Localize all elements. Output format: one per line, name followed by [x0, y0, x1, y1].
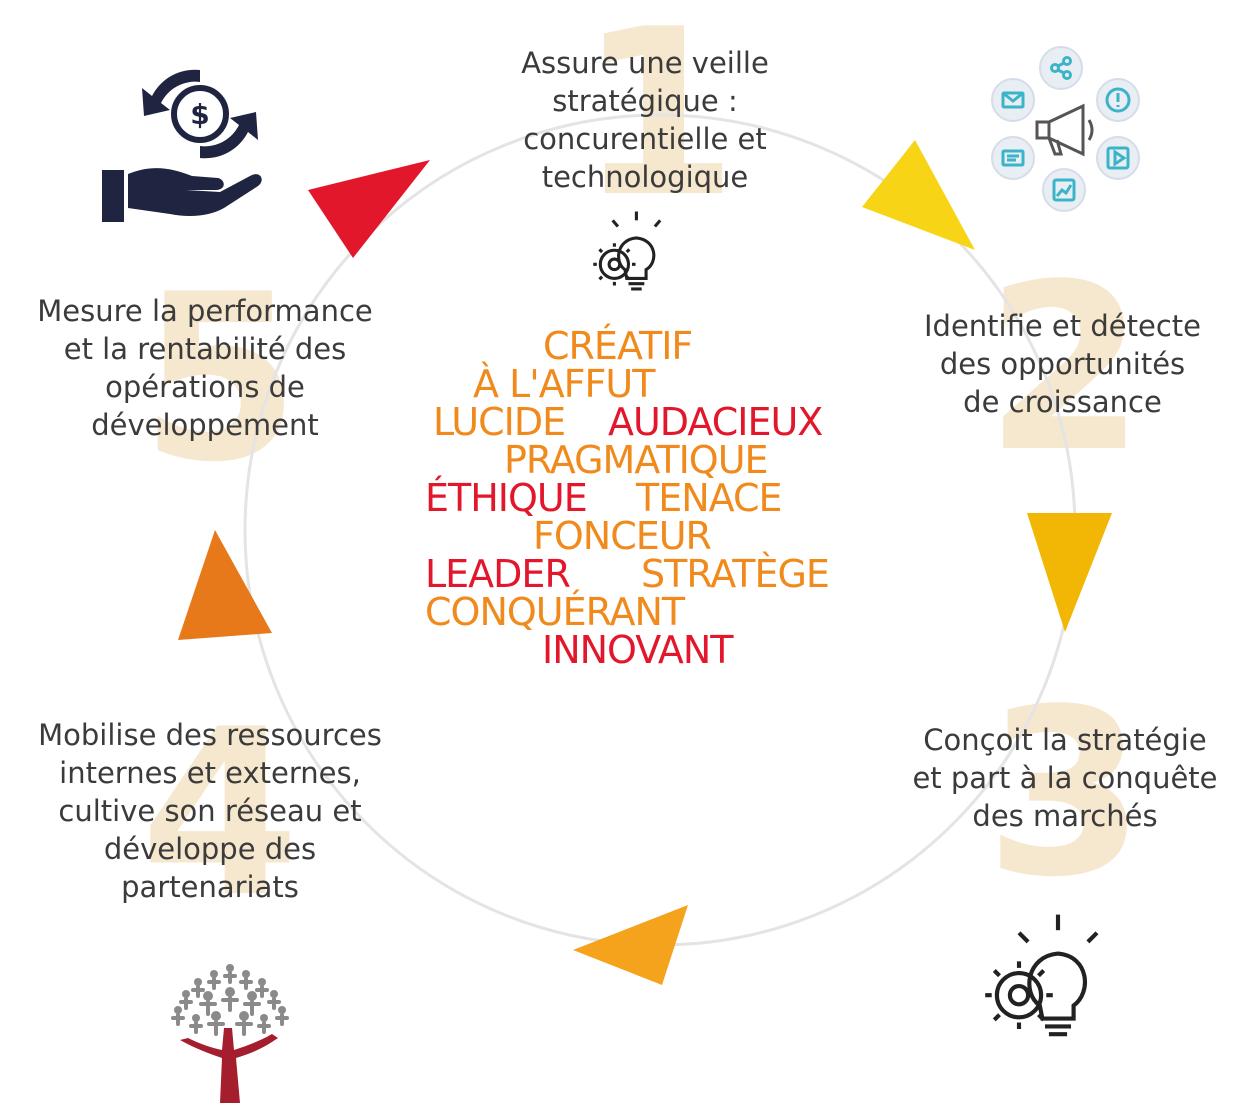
quality-conquerant: CONQUÉRANT	[425, 590, 685, 634]
quality-fonceur: FONCEUR	[533, 514, 712, 558]
step-3-line: Conçoit la stratégie	[923, 723, 1207, 757]
step-5-text: Mesure la performance et la rentabilité …	[10, 292, 400, 444]
quality-innovant: INNOVANT	[542, 628, 733, 672]
step-number-3: 3	[985, 661, 1146, 928]
step-2-line: Identifie et détecte	[924, 309, 1201, 343]
quality-lucide: LUCIDE	[433, 400, 566, 444]
hand-money-cycle-icon: $	[102, 69, 262, 222]
arrow-orange-left	[178, 530, 272, 640]
step-4-text: Mobilise des ressources internes et exte…	[10, 716, 410, 906]
step-1-line: Assure une veille	[521, 46, 769, 80]
step-4-line: développe des	[103, 832, 317, 866]
step-2-text: Identifie et détecte des opportunités de…	[895, 307, 1230, 421]
step-1-line: technologique	[541, 160, 749, 194]
arrow-amber	[1027, 513, 1112, 632]
arrow-orange-bottom	[573, 905, 688, 985]
step-4-line: Mobilise des ressources	[38, 718, 382, 752]
arrow-yellow	[862, 140, 975, 250]
step-number-4: 4	[140, 681, 301, 948]
quality-audacieux: AUDACIEUX	[608, 400, 823, 444]
step-4-line: partenariats	[121, 870, 299, 904]
people-tree-icon	[171, 964, 289, 1103]
step-5-line: opérations de	[105, 370, 305, 404]
arrow-red	[308, 160, 430, 258]
quality-tenace: TENACE	[636, 476, 783, 520]
step-4-line: internes et externes,	[59, 756, 361, 790]
quality-leader: LEADER	[425, 552, 571, 596]
step-5-line: Mesure la performance	[37, 294, 373, 328]
step-2-line: de croissance	[963, 385, 1162, 419]
step-1-line: stratégique :	[552, 84, 738, 118]
quality-creatif: CRÉATIF	[543, 324, 693, 368]
svg-text:$: $	[190, 98, 209, 131]
step-1-text: Assure une veille stratégique : concuren…	[480, 44, 810, 196]
quality-affut: À L'AFFUT	[473, 362, 655, 406]
quality-stratege: STRATÈGE	[641, 552, 830, 596]
step-4-line: cultive son réseau et	[58, 794, 362, 828]
quality-ethique: ÉTHIQUE	[425, 476, 588, 520]
quality-pragmatique: PRAGMATIQUE	[504, 438, 769, 482]
gear-lightbulb-icon	[985, 914, 1099, 1037]
step-3-line: et part à la conquête	[912, 761, 1218, 795]
step-5-line: et la rentabilité des	[63, 332, 347, 366]
megaphone-network-icon	[991, 46, 1140, 212]
step-3-line: des marchés	[972, 799, 1158, 833]
step-3-text: Conçoit la stratégie et part à la conquê…	[885, 721, 1245, 835]
step-2-line: des opportunités	[939, 347, 1186, 381]
gear-lightbulb-icon	[593, 211, 662, 291]
step-5-line: développement	[91, 408, 319, 442]
step-1-line: concurentielle et	[523, 122, 767, 156]
